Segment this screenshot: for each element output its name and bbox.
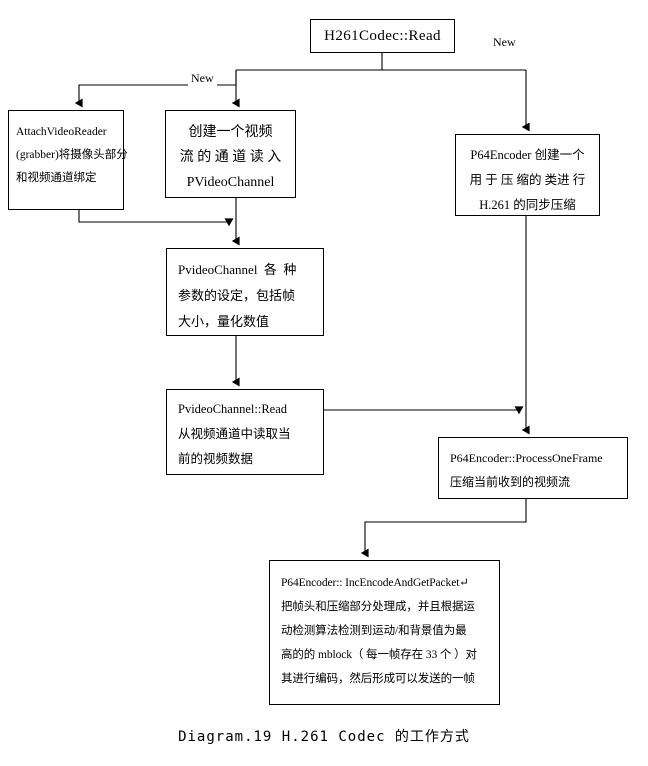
node-create-video-channel-line-1: 创建一个视频 — [188, 125, 273, 140]
node-p64encoder-incencodeandgetpacket[interactable]: P64Encoder:: IncEncodeAndGetPacket↵ 把帧头和… — [269, 560, 500, 705]
node-pvideochannel-params-line-1: PvideoChannel 各 种 — [178, 262, 297, 277]
edge-label-new-right: New — [490, 35, 519, 50]
node-pvideochannel-params-line-3: 大小，量化数值 — [178, 314, 270, 329]
node-p64encoder-create-line-2: 用 于 压 缩的 类进 行 — [469, 173, 586, 187]
node-pvideochannel-params[interactable]: PvideoChannel 各 种 参数的设定，包括帧 大小，量化数值 — [166, 248, 324, 336]
node-attach-video-reader-line-1: AttachVideoReader — [16, 126, 107, 138]
node-pvideochannel-read-line-3: 前的视频数据 — [178, 452, 254, 466]
node-pvideochannel-read-line-1: PvideoChannel::Read — [178, 402, 288, 416]
node-attach-video-reader[interactable]: AttachVideoReader (grabber)将摄像头部分 和视频通道绑… — [8, 110, 128, 210]
node-p64encoder-create-line-3: H.261 的同步压缩 — [479, 198, 576, 212]
node-p64encoder-processoneframe-line-1: P64Encoder::ProcessOneFrame — [450, 451, 603, 465]
node-h261codec-read[interactable]: H261Codec::Read — [310, 19, 455, 53]
node-p64encoder-create[interactable]: P64Encoder 创建一个 用 于 压 缩的 类进 行 H.261 的同步压… — [455, 134, 600, 216]
edge-attach-to-channel-merge — [78, 210, 234, 227]
edge-label-new-left: New — [188, 71, 217, 86]
node-attach-video-reader-line-2: (grabber)将摄像头部分 — [16, 149, 128, 161]
node-create-video-channel-line-2: 流 的 通 道 读 入 — [179, 150, 282, 165]
node-h261codec-read-line-1: H261Codec::Read — [324, 28, 441, 44]
node-p64encoder-create-line-1: P64Encoder 创建一个 — [470, 148, 585, 162]
node-p64encoder-processoneframe-line-2: 压缩当前收到的视频流 — [450, 475, 571, 489]
node-pvideochannel-read[interactable]: PvideoChannel::Read 从视频通道中读取当 前的视频数据 — [166, 389, 324, 475]
node-pvideochannel-params-line-2: 参数的设定，包括帧 — [178, 288, 296, 303]
node-create-video-channel[interactable]: 创建一个视频 流 的 通 道 读 入 PVideoChannel — [165, 110, 296, 198]
node-p64encoder-processoneframe[interactable]: P64Encoder::ProcessOneFrame 压缩当前收到的视频流 — [438, 437, 628, 499]
diagram-caption: Diagram.19 H.261 Codec 的工作方式 — [178, 729, 470, 745]
node-create-video-channel-line-3: PVideoChannel — [186, 175, 275, 190]
node-p64encoder-incencodeandgetpacket-line-5: 其进行编码，然后形成可以发送的一帧 — [281, 673, 475, 685]
node-p64encoder-incencodeandgetpacket-line-2: 把帧头和压缩部分处理成，并且根据运 — [281, 601, 475, 613]
node-p64encoder-incencodeandgetpacket-line-4: 高的的 mblock（ 每一帧存在 33 个 ）对 — [281, 649, 477, 661]
node-pvideochannel-read-line-2: 从视频通道中读取当 — [178, 427, 291, 441]
node-p64encoder-incencodeandgetpacket-line-3: 动检测算法检测到运动/和背景值为最 — [281, 625, 467, 637]
node-attach-video-reader-line-3: 和视频通道绑定 — [16, 172, 97, 184]
node-p64encoder-incencodeandgetpacket-line-1: P64Encoder:: IncEncodeAndGetPacket↵ — [281, 577, 469, 589]
edge-process-to-incencode — [360, 499, 527, 558]
